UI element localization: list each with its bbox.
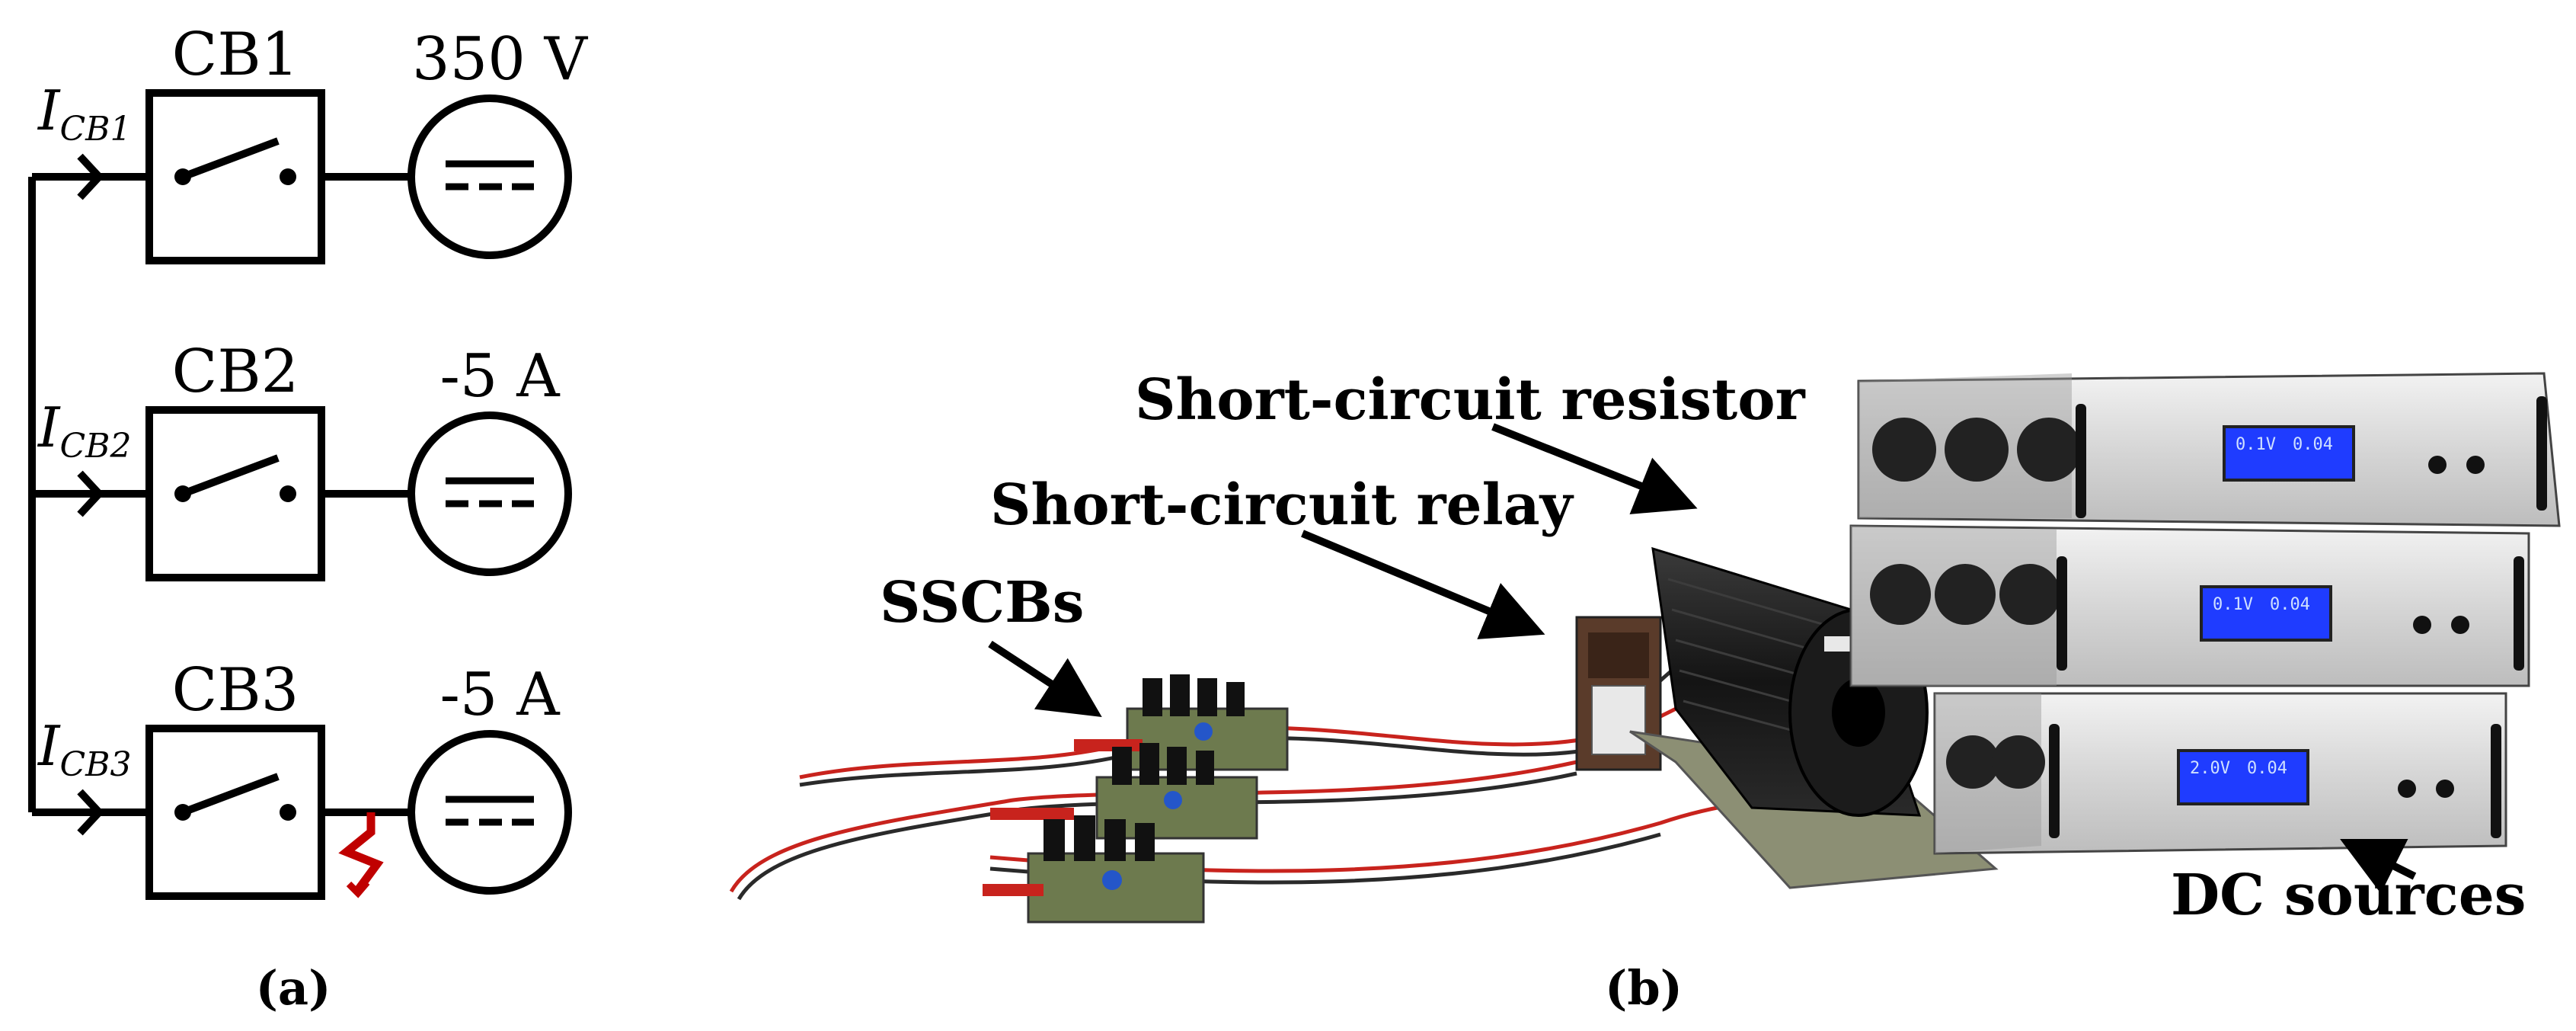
breaker-label: CB2 bbox=[172, 338, 299, 406]
arrow-dc-sources bbox=[2340, 839, 2417, 894]
current-label: ICB3 bbox=[37, 714, 131, 784]
source-value-label: 350 V bbox=[412, 25, 589, 94]
dc-source-unit: 2.0V 0.04 bbox=[1933, 692, 2507, 855]
dc-source-icon bbox=[407, 94, 572, 259]
label-dc-sources: DC sources bbox=[2171, 863, 2526, 928]
branch-cb1: CB1 350 V ICB1 bbox=[32, 21, 589, 264]
source-value-label: -5 A bbox=[439, 661, 561, 729]
caption-b: (b) bbox=[1605, 960, 1683, 1016]
lcd-voltage: 2.0V bbox=[2190, 759, 2230, 778]
panel-a-schematic: CB1 350 V ICB1 CB2 -5 A ICB2 bbox=[28, 21, 589, 1016]
arrow-resistor bbox=[1491, 423, 1698, 514]
fault-lightning-icon bbox=[338, 812, 384, 893]
current-arrow-icon bbox=[77, 153, 104, 200]
lcd-current: 0.04 bbox=[2270, 595, 2310, 614]
sscb-boards bbox=[983, 674, 1289, 924]
lcd-current: 0.04 bbox=[2247, 759, 2287, 778]
lcd-current: 0.04 bbox=[2293, 435, 2333, 454]
branch-cb3: CB3 -5 A ICB3 bbox=[32, 656, 572, 900]
dc-source-unit: 0.1V 0.04 bbox=[1857, 372, 2561, 527]
label-sscbs: SSCBs bbox=[880, 570, 1084, 636]
panel-b-photo: 0.1V 0.04 0.1V 0.04 bbox=[729, 367, 2561, 1016]
relay-device bbox=[1575, 616, 1662, 771]
label-short-circuit-resistor: Short-circuit resistor bbox=[1135, 367, 1806, 433]
dc-source-stack: 0.1V 0.04 0.1V 0.04 bbox=[1849, 372, 2561, 855]
dc-source-icon bbox=[407, 411, 572, 576]
current-arrow-icon bbox=[77, 470, 104, 517]
current-label: ICB1 bbox=[37, 78, 131, 149]
arrow-relay bbox=[1301, 530, 1545, 639]
lcd-voltage: 0.1V bbox=[2236, 435, 2276, 454]
lcd-voltage: 0.1V bbox=[2213, 595, 2253, 614]
arrow-sscbs bbox=[988, 640, 1102, 717]
dc-source-icon bbox=[407, 730, 572, 895]
breaker-label: CB3 bbox=[172, 656, 299, 725]
caption-a: (a) bbox=[256, 960, 331, 1016]
breaker-label: CB1 bbox=[172, 21, 299, 89]
current-arrow-icon bbox=[77, 789, 104, 836]
current-label: ICB2 bbox=[37, 395, 131, 466]
label-short-circuit-relay: Short-circuit relay bbox=[990, 472, 1574, 538]
source-value-label: -5 A bbox=[439, 342, 561, 411]
branch-cb2: CB2 -5 A ICB2 bbox=[32, 338, 572, 581]
dc-source-unit: 0.1V 0.04 bbox=[1849, 524, 2530, 687]
